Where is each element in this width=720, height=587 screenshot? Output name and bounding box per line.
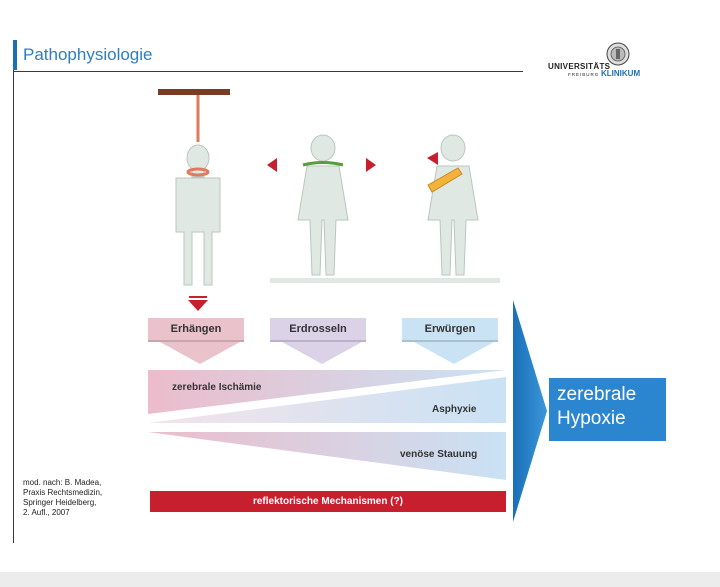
slide: Pathophysiologie UNIVERSITÄTS KLINIKUM F… [13, 40, 666, 543]
label-ischaemia: zerebrale Ischämie [172, 382, 262, 393]
box-erwuergen: Erwürgen [402, 318, 498, 342]
citation-line: mod. nach: B. Madea, [23, 478, 102, 487]
hanging-down-chevron [188, 300, 208, 311]
bottom-strip [0, 572, 720, 587]
citation-line: 2. Aufl., 2007 [23, 508, 70, 517]
wedge-ischaemia [148, 370, 506, 414]
pointer-erdrosseln [282, 342, 362, 364]
convergence-arrow [513, 300, 547, 522]
gallows-beam [158, 89, 230, 95]
title-accent-bar [13, 40, 17, 70]
wedge-venous [148, 432, 506, 480]
result-cerebral-hypoxia: zerebrale Hypoxie [549, 378, 666, 441]
logo-word-klinikum: KLINIKUM [601, 69, 641, 78]
logo-word-universitaets: UNIVERSITÄTS [548, 62, 611, 71]
right-pull-arrow-icon [366, 158, 376, 172]
ground-line [270, 278, 500, 283]
page-title: Pathophysiologie [23, 45, 153, 64]
seal-icon [606, 42, 630, 66]
university-logo: UNIVERSITÄTS KLINIKUM FREIBURG [548, 42, 658, 82]
strangulation-figure [297, 134, 349, 276]
ligature [302, 161, 344, 167]
pointer-erwuergen [414, 342, 494, 364]
pointer-erhaengen [160, 342, 240, 364]
citation-line: Springer Heidelberg, [23, 498, 97, 507]
label-asphyxia: Asphyxie [432, 404, 477, 415]
citation: mod. nach: B. Madea, Praxis Rechtsmedizi… [23, 478, 143, 518]
left-pull-arrow-icon [267, 158, 277, 172]
throttling-hand [427, 167, 463, 193]
result-line-1: zerebrale [557, 384, 637, 405]
throttling-figure [427, 134, 479, 276]
box-erhaengen: Erhängen [148, 318, 244, 342]
citation-line: Praxis Rechtsmedizin, [23, 488, 103, 497]
throttle-arrow-icon [427, 152, 438, 165]
figure-illustrations [148, 89, 506, 480]
result-line-2: Hypoxie [557, 408, 626, 429]
mechanism-diagram: Erhängen Erdrosseln Erwürgen zerebrale I… [140, 80, 520, 525]
noose [186, 167, 210, 177]
box-erdrosseln: Erdrosseln [270, 318, 366, 342]
title-underline [13, 71, 523, 72]
hanging-figure [175, 144, 221, 286]
label-venous: venöse Stauung [400, 449, 478, 460]
logo-word-freiburg: FREIBURG [568, 72, 600, 77]
wedge-asphyxia [148, 377, 506, 423]
reflex-mechanisms-bar: reflektorische Mechanismen (?) [150, 491, 506, 512]
left-border-line [13, 70, 14, 543]
